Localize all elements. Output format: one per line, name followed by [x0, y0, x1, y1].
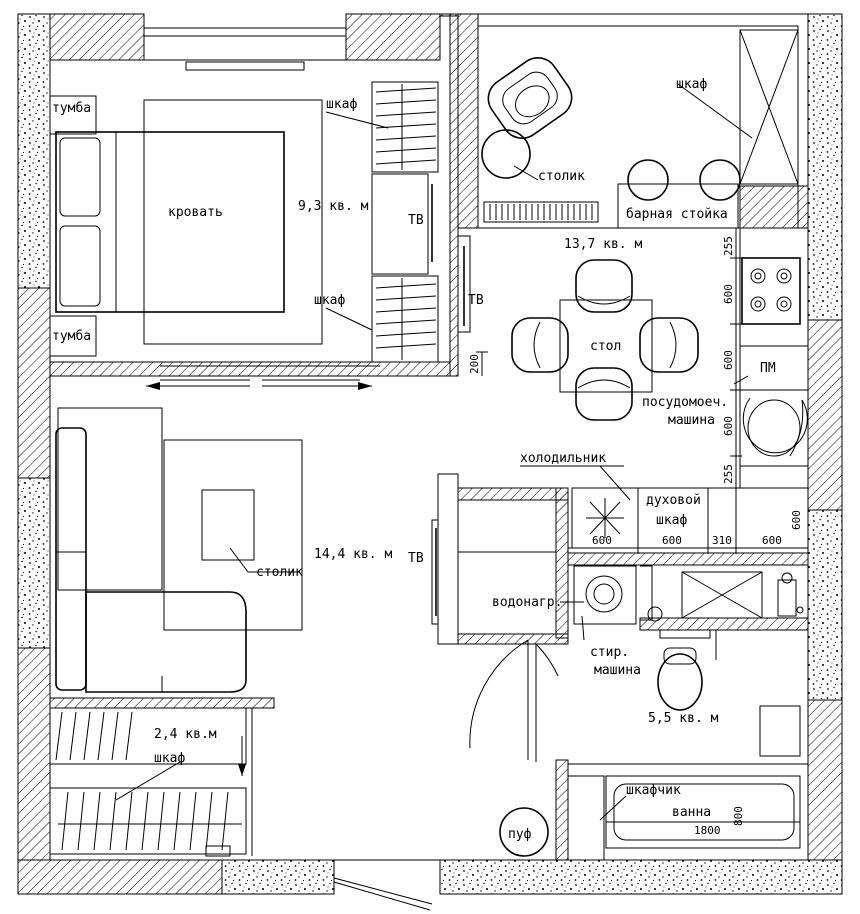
- dim-600: 600: [662, 534, 682, 547]
- bar-stool: [699, 159, 741, 201]
- label-pouf: пуф: [508, 827, 532, 842]
- water-heater: [457, 499, 557, 635]
- bar-counter[interactable]: [617, 183, 739, 229]
- washing-machine[interactable]: [573, 565, 637, 625]
- chair-bottom: [575, 367, 633, 421]
- bed-rug: [143, 99, 323, 345]
- living-room: [55, 407, 459, 693]
- label-table: стол: [590, 339, 621, 354]
- pouf[interactable]: [499, 807, 549, 857]
- label-area-closet: 2,4 кв.м: [154, 727, 217, 742]
- coffee-table[interactable]: [201, 489, 255, 561]
- label-nightstand: тумба: [52, 101, 91, 116]
- kitchen-counter: [739, 227, 809, 489]
- label-area-bedroom: 9,3 кв. м: [298, 199, 369, 214]
- chair-top: [575, 259, 633, 313]
- pillow: [59, 137, 101, 217]
- bathroom: [457, 499, 808, 861]
- label-dishwasher: посудомоеч.: [642, 395, 728, 410]
- dimension-labels: 255 600 600 600 255 200 600 600 310 600 …: [468, 236, 803, 837]
- wardrobe-top: [371, 81, 439, 173]
- dim-600: 600: [722, 350, 735, 370]
- room-labels: тумба тумба шкаф шкаф кровать 9,3 кв. м …: [52, 77, 776, 842]
- label-wardrobe: шкаф: [314, 293, 345, 308]
- chair-left: [511, 317, 569, 373]
- bedroom: [49, 81, 439, 367]
- label-bed: кровать: [168, 205, 223, 220]
- label-area-bath: 5,5 кв. м: [648, 711, 719, 726]
- label-area-living: 14,4 кв. м: [314, 547, 392, 562]
- dining-table[interactable]: [559, 299, 653, 393]
- label-side-table: столик: [538, 169, 585, 184]
- label-dishwasher: машина: [668, 413, 715, 428]
- toilet[interactable]: [657, 653, 703, 711]
- dim-600: 600: [592, 534, 612, 547]
- closet: [49, 707, 253, 857]
- label-area-kitchen: 13,7 кв. м: [564, 237, 642, 252]
- interior-walls: [17, 13, 843, 895]
- label-fridge: холодильник: [520, 451, 606, 466]
- armchair[interactable]: [481, 50, 580, 146]
- label-tv: ТВ: [408, 213, 424, 228]
- label-wardrobe: шкаф: [326, 97, 357, 112]
- label-washer: стир.: [590, 645, 629, 660]
- label-washer: машина: [594, 663, 641, 678]
- bar-stool: [627, 159, 669, 201]
- label-oven: шкаф: [656, 513, 687, 528]
- dim-600: 600: [790, 510, 803, 530]
- doors: [333, 639, 559, 911]
- sink: [742, 397, 808, 457]
- cabinet: [759, 705, 801, 757]
- dim-600: 600: [722, 416, 735, 436]
- label-wardrobe: шкаф: [676, 77, 707, 92]
- label-wardrobe: шкаф: [154, 751, 185, 766]
- label-water-heater: водонагр.: [492, 595, 562, 610]
- sofa-back: [57, 407, 163, 591]
- dim-255: 255: [722, 464, 735, 484]
- label-tv: ТВ: [468, 293, 484, 308]
- leader-lines: [115, 83, 753, 821]
- sofa-arm: [55, 427, 87, 691]
- label-coffee-table: столик: [256, 565, 303, 580]
- dim-800: 800: [732, 806, 745, 826]
- wardrobe-hatch: [375, 84, 437, 360]
- label-oven: духовой: [646, 493, 701, 508]
- dim-255: 255: [722, 236, 735, 256]
- rug: [163, 439, 303, 631]
- label-nightstand: тумба: [52, 329, 91, 344]
- label-dishwasher-pm: ПМ: [760, 361, 776, 376]
- cooktop[interactable]: [741, 257, 801, 325]
- balcony-wardrobe[interactable]: [739, 29, 799, 185]
- dim-1800: 1800: [694, 824, 721, 837]
- dim-310: 310: [712, 534, 732, 547]
- exterior-walls: [17, 13, 843, 895]
- tv-stand: [371, 173, 429, 275]
- dim-200: 200: [468, 354, 481, 374]
- dim-600: 600: [762, 534, 782, 547]
- label-bathtub: ванна: [672, 805, 711, 820]
- pillow: [59, 225, 101, 307]
- bed[interactable]: [55, 131, 285, 313]
- sliding-door-arrows: [146, 379, 372, 390]
- wardrobe-bottom: [371, 275, 439, 363]
- dimension-lines: [476, 228, 808, 848]
- closet-hatch: [55, 711, 229, 851]
- label-small-cabinet: шкафчик: [626, 783, 681, 798]
- radiator: [489, 204, 593, 220]
- balcony: [481, 29, 799, 229]
- sofa-chaise: [85, 591, 247, 693]
- dim-600: 600: [722, 284, 735, 304]
- label-tv: ТВ: [408, 551, 424, 566]
- label-bar-counter: барная стойка: [626, 207, 728, 222]
- side-table-circle: [481, 129, 531, 179]
- kitchen: [457, 227, 809, 549]
- chair-right: [639, 317, 699, 373]
